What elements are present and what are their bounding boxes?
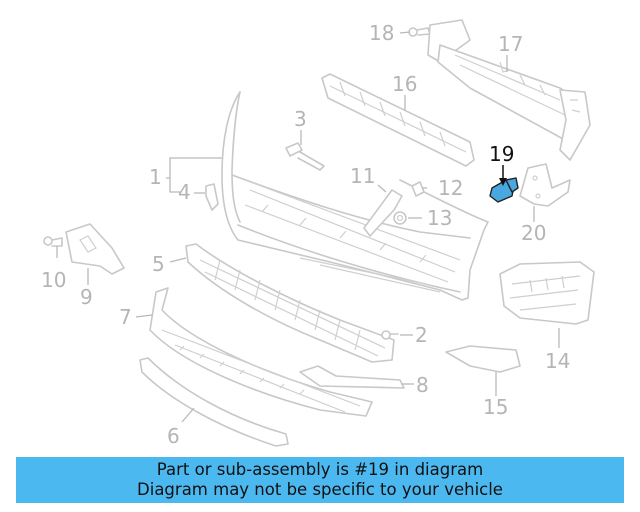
- part-7-lower-grille: [149, 287, 373, 417]
- callout-9: 9: [80, 285, 93, 309]
- callout-18: 18: [369, 21, 394, 45]
- callout-1: 1: [149, 165, 162, 189]
- parts-diagram: 18 17 16 3 1 4 11 12 13 19 20 10 9 5 7 6…: [41, 19, 595, 448]
- part-18-clip: [408, 27, 431, 37]
- callout-11: 11: [350, 164, 375, 188]
- callout-7: 7: [119, 305, 132, 329]
- leader-lines: [56, 31, 560, 423]
- part-8-side-trim: [299, 365, 405, 389]
- part-2-screw: [381, 330, 399, 340]
- part-4-bracket: [205, 183, 219, 211]
- part-14-air-duct: [499, 261, 595, 325]
- callout-13: 13: [427, 206, 452, 230]
- info-banner: Part or sub-assembly is #19 in diagram D…: [16, 457, 624, 503]
- part-12-clip: [411, 181, 425, 197]
- part-1-bumper-cover: [221, 91, 489, 301]
- part-15-fog-cover: [445, 345, 521, 373]
- part-16-energy-absorber: [321, 73, 475, 167]
- callout-6: 6: [167, 424, 180, 448]
- part-20-bracket: [519, 163, 571, 207]
- callout-19[interactable]: 19: [489, 142, 514, 166]
- callout-10: 10: [41, 268, 66, 292]
- part-11-bracket: [363, 189, 403, 237]
- callout-16: 16: [392, 72, 417, 96]
- banner-line-1: Part or sub-assembly is #19 in diagram: [156, 460, 484, 479]
- callout-2: 2: [415, 323, 428, 347]
- part-5-grille: [185, 243, 395, 363]
- part-17-reinforcement-bracket: [427, 19, 591, 161]
- callout-4: 4: [178, 180, 191, 204]
- callout-8: 8: [416, 373, 429, 397]
- part-13-nut: [393, 211, 407, 225]
- callout-17: 17: [498, 32, 523, 56]
- callout-3: 3: [294, 107, 307, 131]
- callout-12: 12: [438, 176, 463, 200]
- part-10-clip: [43, 236, 63, 247]
- callout-14: 14: [545, 349, 570, 373]
- callout-5: 5: [152, 252, 165, 276]
- banner-line-2: Diagram may not be specific to your vehi…: [137, 480, 503, 499]
- callout-15: 15: [483, 395, 508, 419]
- part-6-trim-strip: [139, 357, 289, 447]
- part-3-clip: [285, 142, 325, 171]
- callout-20: 20: [521, 221, 546, 245]
- part-9-bracket: [65, 223, 125, 275]
